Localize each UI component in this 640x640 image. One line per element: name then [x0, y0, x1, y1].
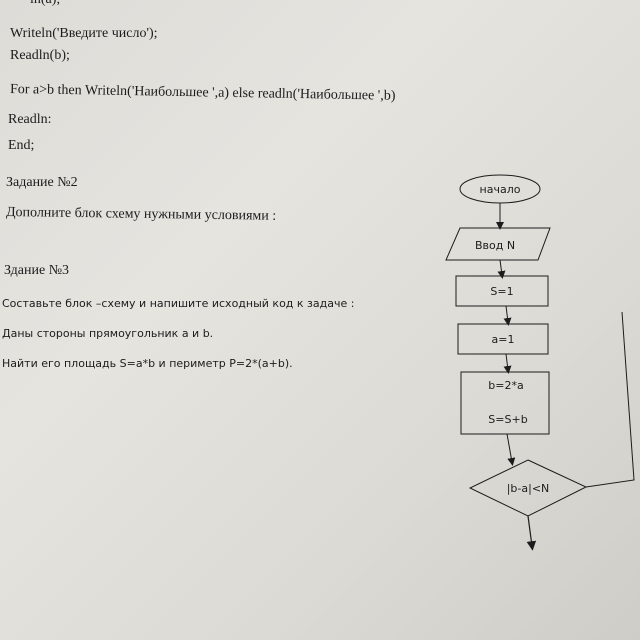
task2-title: Задание №2 — [6, 175, 78, 190]
task3-text-3: Найти его площадь S=a*b и периметр P=2*(… — [2, 357, 293, 370]
flowchart-exit-arrow — [526, 515, 537, 551]
task3-text-1: Составьте блок –схему и напишите исходны… — [2, 297, 355, 310]
flowchart-b-calc-label: b=2*a — [488, 379, 523, 392]
flowchart-process-a-init — [457, 323, 549, 355]
flowchart-s-calc-label: S=S+b — [488, 413, 527, 426]
code-line-0: ln(a); — [30, 0, 60, 8]
flowchart-input-label: Ввод N — [475, 239, 515, 252]
code-line-1: Writeln('Введите число'); — [10, 26, 158, 41]
flowchart-connector — [503, 305, 512, 326]
task3-title: Здание №3 — [4, 263, 70, 278]
code-line-4: Readln: — [8, 112, 52, 127]
flowchart-a-init-label: a=1 — [492, 333, 515, 346]
flowchart-process-loop-body — [460, 371, 550, 435]
flowchart-condition-label: |b-a|<N — [507, 482, 550, 495]
flowchart-connector — [506, 433, 516, 466]
flowchart-connector — [497, 259, 506, 279]
flowchart-s-init-label: S=1 — [490, 285, 513, 298]
flowchart-connector — [503, 353, 512, 374]
flowchart-input-block — [445, 227, 551, 261]
flowchart-process-s-init — [455, 275, 549, 307]
code-line-5: End; — [8, 138, 35, 153]
task3-text-2: Даны стороны прямоугольник а и b. — [2, 327, 214, 340]
flowchart-start-label: начало — [480, 183, 521, 196]
code-line-2: Readln(b); — [10, 48, 70, 63]
flowchart-loop-back-line — [585, 311, 635, 488]
